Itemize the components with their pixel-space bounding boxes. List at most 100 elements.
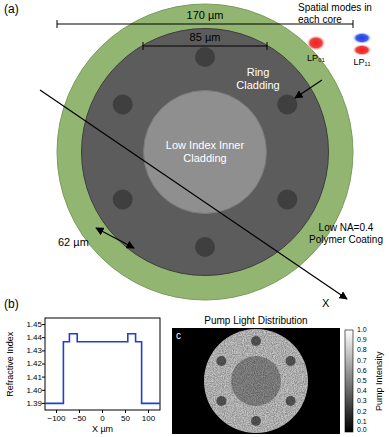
polymer-coating xyxy=(57,4,353,300)
label-anchor: 0.4 xyxy=(357,387,367,395)
label-anchor: 1.42 xyxy=(26,359,42,368)
text-label: X µm xyxy=(92,424,113,434)
leader-arrow xyxy=(295,80,322,98)
label-anchor: 170 µm xyxy=(187,9,224,22)
svg-g xyxy=(42,325,149,413)
label-anchor: c xyxy=(176,330,181,342)
label-anchor: Spatial modes in each core xyxy=(298,2,386,25)
fiber-core xyxy=(277,95,297,115)
text-label: c xyxy=(176,330,181,342)
label-anchor: 1.45 xyxy=(26,320,42,329)
text-label: 0 xyxy=(100,414,104,423)
label-anchor: Low NA=0.4 Polymer Coating xyxy=(307,222,385,245)
text-label: 0.0 xyxy=(357,426,367,434)
text-label: Pump Light Distribution xyxy=(204,315,307,327)
label-anchor: 85 µm xyxy=(190,31,221,44)
x-axis-line xyxy=(40,90,347,299)
label-anchor: Pump Intensity xyxy=(374,351,384,411)
fiber-core xyxy=(195,237,215,257)
text-label: 0.6 xyxy=(357,367,367,375)
text-label: 1.41 xyxy=(26,373,42,382)
text-label: 1.44 xyxy=(26,333,42,342)
label-anchor: 1.40 xyxy=(26,386,42,395)
svg-line xyxy=(42,337,45,338)
svg-line xyxy=(143,42,144,50)
text-label: 1.40 xyxy=(26,386,42,395)
circle-shape xyxy=(82,29,329,276)
text-label: LP₀₁ xyxy=(307,53,325,63)
svg-line xyxy=(42,377,45,378)
label-anchor: 0.1 xyxy=(357,418,367,426)
text-label: 0.8 xyxy=(357,346,367,354)
text-label: 85 µm xyxy=(190,31,221,44)
label-anchor: 100 xyxy=(142,414,155,423)
axis-title: Pump Intensity xyxy=(374,351,384,411)
text-label: 1.42 xyxy=(26,359,42,368)
svg-ellipse xyxy=(352,44,372,56)
text-label: (a) xyxy=(4,3,19,17)
label-anchor: 50 xyxy=(121,414,130,423)
label-anchor: −50 xyxy=(73,414,87,423)
svg-line xyxy=(42,390,45,391)
ring-cladding: Ring CladdingLow Index Inner Cladding xyxy=(81,28,329,276)
svg-line xyxy=(102,410,103,413)
text-label: 100 xyxy=(142,414,155,423)
text-label: X xyxy=(322,297,329,310)
pump-image xyxy=(172,328,340,434)
label-anchor: 0.3 xyxy=(357,397,367,405)
label-anchor: X µm xyxy=(92,424,113,434)
text-label: 62 µm xyxy=(58,236,89,249)
text-label: −100 xyxy=(47,414,65,423)
svg-rect xyxy=(345,330,353,432)
label-anchor: LP₁₁ xyxy=(353,57,370,67)
label-anchor: 1.41 xyxy=(26,373,42,382)
mode-images xyxy=(306,32,372,56)
text-label: 50 xyxy=(121,414,130,423)
svg-line xyxy=(125,410,126,413)
text-label: 0.2 xyxy=(357,408,367,416)
region-label: Ring Cladding xyxy=(228,66,288,91)
svg-line xyxy=(42,350,45,351)
dimension-arrow xyxy=(96,228,134,248)
index-plot xyxy=(42,318,160,413)
fiber-core xyxy=(277,190,297,210)
label-anchor: (b) xyxy=(4,298,19,312)
colorbar xyxy=(345,330,353,432)
svg-circle xyxy=(204,329,308,433)
region-label: Low Index Inner Cladding xyxy=(159,139,251,164)
text-label: 1.43 xyxy=(26,346,42,355)
label-anchor: −100 xyxy=(47,414,65,423)
text-label: 0.1 xyxy=(357,418,367,426)
label-anchor: 1.39 xyxy=(26,399,42,408)
label-anchor: LP₀₁ xyxy=(307,53,325,63)
label-anchor: X xyxy=(322,297,329,310)
text-label: LP₁₁ xyxy=(353,57,370,67)
svg-rect xyxy=(172,328,340,434)
svg-line xyxy=(353,20,354,28)
svg-line xyxy=(56,410,57,413)
svg-rect xyxy=(204,329,308,433)
label-anchor: 0.2 xyxy=(357,408,367,416)
label-anchor: Pump Light Distribution xyxy=(204,315,307,327)
text-label: 0.9 xyxy=(357,336,367,344)
svg-ellipse xyxy=(352,32,372,44)
circle-shape xyxy=(144,91,267,214)
fiber-core xyxy=(113,95,133,115)
text-label: Low NA=0.4 Polymer Coating xyxy=(307,222,385,245)
label-anchor: 62 µm xyxy=(58,236,89,249)
fiber-core xyxy=(195,47,215,67)
svg-line xyxy=(148,410,149,413)
svg-line xyxy=(42,324,45,325)
label-anchor: 0.9 xyxy=(357,336,367,344)
label-anchor: 0.6 xyxy=(357,367,367,375)
text-label: −50 xyxy=(73,414,87,423)
text-label: Spatial modes in each core xyxy=(298,2,386,25)
fiber-core xyxy=(113,190,133,210)
svg-line xyxy=(267,42,268,50)
svg-line xyxy=(143,46,267,47)
text-label: 0.4 xyxy=(357,387,367,395)
svg-line xyxy=(42,364,45,365)
